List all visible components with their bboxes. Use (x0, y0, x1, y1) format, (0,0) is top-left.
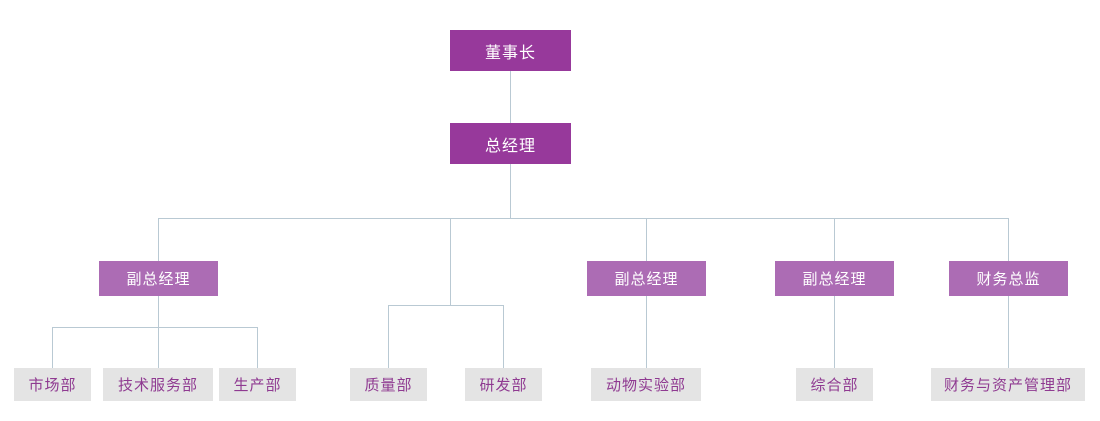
node-general-manager[interactable]: 总经理 (450, 123, 571, 164)
connector-bus-to-research-development (503, 305, 504, 368)
connector-bus-to-quality (388, 305, 389, 368)
connector-deputy-gm-3-to-general-affairs (834, 296, 835, 368)
node-deputy-general-manager-3[interactable]: 副总经理 (775, 261, 894, 296)
connector-bus-to-production (257, 327, 258, 368)
connector-chairman-to-gm (510, 71, 511, 123)
connector-deputy-gm-2-to-animal-experiment (646, 296, 647, 368)
connector-finance-director-to-finance-asset (1008, 296, 1009, 368)
connector-gm-down (510, 164, 511, 218)
node-marketing-department[interactable]: 市场部 (14, 368, 91, 401)
connector-bus-to-deputy-gm-2 (646, 218, 647, 261)
connector-bus-to-quality-rd-branch (450, 218, 451, 305)
node-production-department[interactable]: 生产部 (219, 368, 296, 401)
connector-main-bus (158, 218, 1009, 219)
node-chairman[interactable]: 董事长 (450, 30, 571, 71)
connector-bus-to-finance-director (1008, 218, 1009, 261)
connector-bus-to-technical-service (158, 327, 159, 368)
node-technical-service-department[interactable]: 技术服务部 (103, 368, 213, 401)
connector-deputy-gm-1-bus (52, 327, 258, 328)
connector-deputy-gm-1-down (158, 296, 159, 327)
node-finance-asset-management-department[interactable]: 财务与资产管理部 (931, 368, 1085, 401)
node-research-development-department[interactable]: 研发部 (465, 368, 542, 401)
node-quality-department[interactable]: 质量部 (350, 368, 427, 401)
connector-quality-rd-bus (388, 305, 504, 306)
connector-bus-to-deputy-gm-1 (158, 218, 159, 261)
node-general-affairs-department[interactable]: 综合部 (796, 368, 873, 401)
connector-bus-to-marketing (52, 327, 53, 368)
node-deputy-general-manager-1[interactable]: 副总经理 (99, 261, 218, 296)
node-deputy-general-manager-2[interactable]: 副总经理 (587, 261, 706, 296)
connector-bus-to-deputy-gm-3 (834, 218, 835, 261)
node-animal-experiment-department[interactable]: 动物实验部 (591, 368, 701, 401)
node-finance-director[interactable]: 财务总监 (949, 261, 1068, 296)
